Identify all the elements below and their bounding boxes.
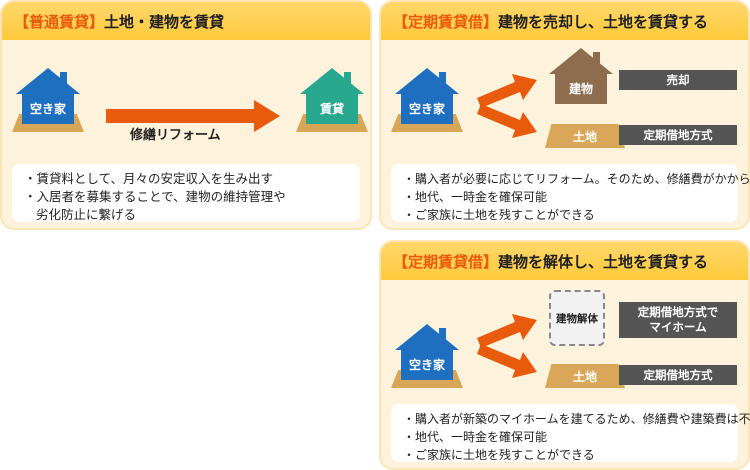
split-arrows-icon — [477, 74, 537, 138]
land-label: 土地 — [572, 369, 597, 384]
building-icon: 建物 — [549, 48, 613, 112]
notes-box: ・賃貸料として、月々の安定収入を生み出す ・入居者を募集することで、建物の維持管… — [12, 164, 360, 222]
vacant-house-icon: 空き家 — [395, 68, 459, 132]
vacant-house-label: 空き家 — [22, 92, 74, 124]
split-arrows-icon — [477, 314, 537, 378]
panel-tag: 【定期賃貸借】 — [393, 252, 499, 271]
arrow-caption: 修繕リフォーム — [130, 128, 221, 143]
vacant-house-label: 空き家 — [401, 92, 453, 124]
note-item: ・ご家族に土地を残すことができる — [403, 208, 595, 222]
land-label: 土地 — [572, 129, 597, 144]
sale-label: 売却 — [619, 70, 737, 90]
vacant-house-icon: 空き家 — [16, 68, 80, 132]
panel-title: 建物を解体し、土地を賃貸する — [498, 252, 709, 271]
demolition-icon: 建物解体 — [549, 290, 605, 346]
rental-house-icon: 賃貸 — [300, 68, 364, 132]
vacant-house-icon: 空き家 — [395, 324, 459, 388]
fixed-term-land-lease-label: 定期借地方式 — [619, 125, 737, 145]
note-item: ・地代、一時金を確保可能 — [403, 190, 548, 204]
panel-title: 建物を売却し、土地を賃貸する — [498, 12, 709, 31]
fixed-term-land-lease-label: 定期借地方式 — [619, 365, 737, 385]
panel-lease-sell: 【定期賃貸借】 建物を売却し、土地を賃貸する 空き家 建物 土地 売却 定期借地… — [381, 2, 750, 228]
vacant-house-label: 空き家 — [401, 348, 453, 380]
rental-house-label: 賃貸 — [306, 92, 358, 124]
note-item: ・ご家族に土地を残すことができる — [403, 448, 595, 462]
panel-header: 【普通賃貸】 土地・建物を賃貸 — [2, 2, 370, 40]
panel-regular-lease: 【普通賃貸】 土地・建物を賃貸 空き家 賃貸 修繕リフォーム ・賃貸料として、月… — [2, 2, 370, 228]
building-label: 建物 — [555, 72, 607, 104]
note-item: ・賃貸料として、月々の安定収入を生み出す — [24, 171, 274, 186]
land-icon: 土地 — [545, 124, 625, 148]
note-item: ・地代、一時金を確保可能 — [403, 430, 548, 444]
panel-tag: 【普通賃貸】 — [14, 12, 105, 31]
note-item: ・入居者を募集することで、建物の維持管理や — [24, 189, 286, 204]
notes-box: ・購入者が必要に応じてリフォーム。そのため、修繕費がかからない ・地代、一時金を… — [391, 164, 750, 222]
arrow-right-icon — [106, 100, 280, 132]
note-item: ・購入者が必要に応じてリフォーム。そのため、修繕費がかからない — [403, 172, 750, 186]
panel-header: 【定期賃貸借】 建物を売却し、土地を賃貸する — [381, 2, 748, 40]
panel-lease-demolish: 【定期賃貸借】 建物を解体し、土地を賃貸する 空き家 建物解体 土地 定期借地方… — [381, 242, 750, 468]
demolition-label: 建物解体 — [556, 312, 598, 325]
land-icon: 土地 — [545, 364, 625, 388]
panel-tag: 【定期賃貸借】 — [393, 12, 499, 31]
note-item: ・購入者が新築のマイホームを建てるため、修繕費や建築費は不要 — [403, 412, 750, 426]
notes-box: ・購入者が新築のマイホームを建てるため、修繕費や建築費は不要 ・地代、一時金を確… — [391, 404, 750, 462]
panel-header: 【定期賃貸借】 建物を解体し、土地を賃貸する — [381, 242, 748, 280]
note-item: 劣化防止に繋げる — [36, 207, 137, 222]
panel-title: 土地・建物を賃貸 — [104, 12, 225, 31]
my-home-lease-label: 定期借地方式で マイホーム — [619, 302, 737, 338]
